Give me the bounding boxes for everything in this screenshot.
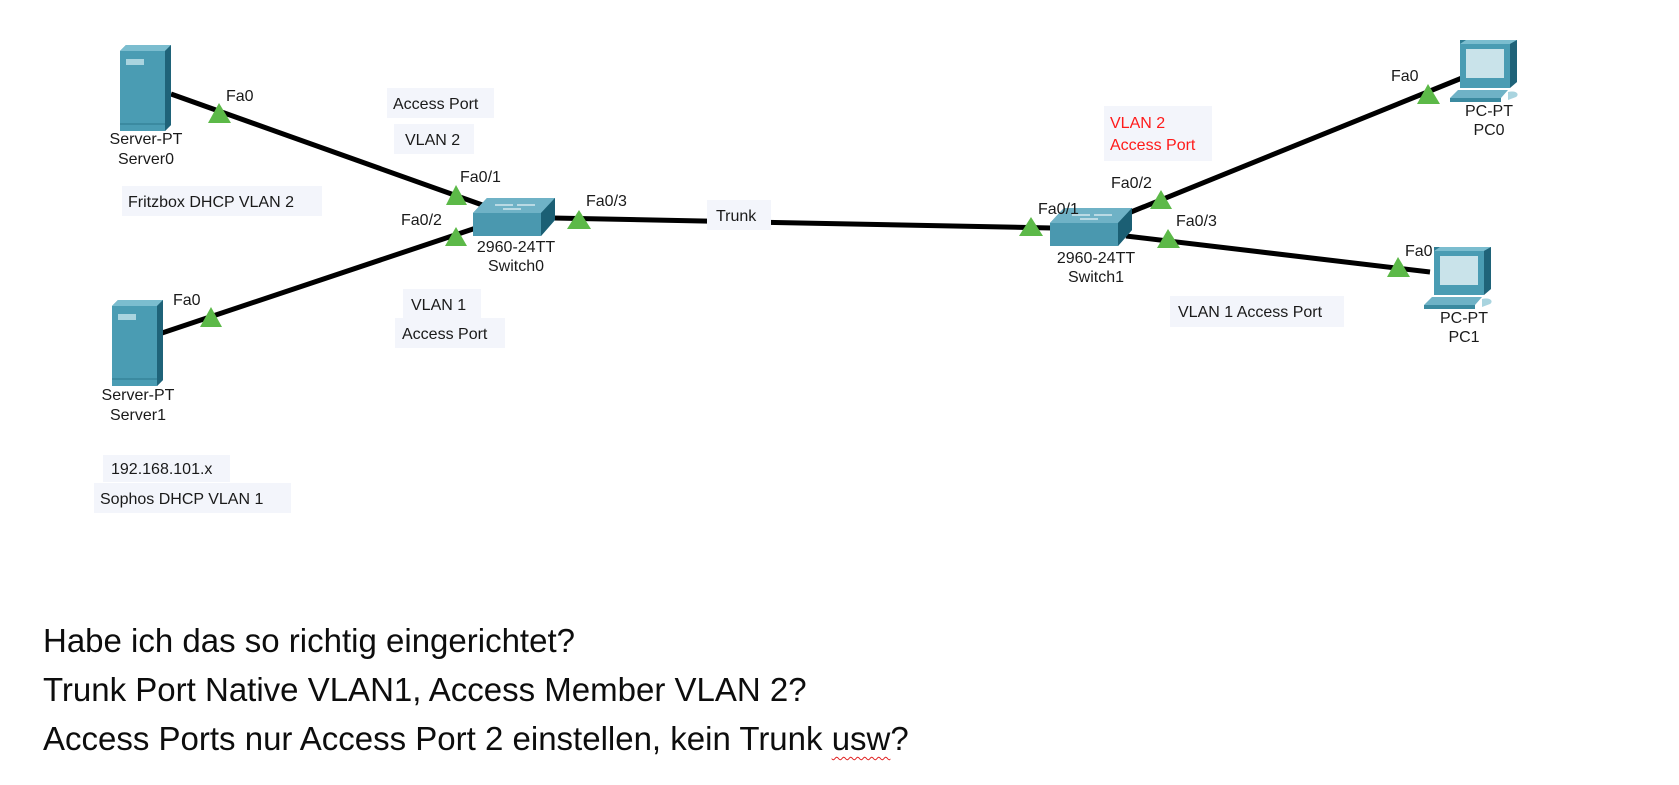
- port-up-icon: [1019, 217, 1043, 236]
- port-label: Fa0: [1391, 68, 1419, 85]
- note-text: 192.168.101.x: [111, 461, 212, 478]
- note-text: VLAN 2: [405, 132, 460, 149]
- note-vlan2-top[interactable]: VLAN 2: [394, 124, 474, 154]
- question-line-1: Habe ich das so richtig eingerichtet?: [43, 622, 575, 659]
- device-server1[interactable]: Server-PT Server1: [102, 300, 175, 424]
- port-label: Fa0: [1405, 243, 1433, 260]
- device-model: Server-PT: [102, 387, 175, 404]
- link-switch1-pc0[interactable]: [1130, 75, 1463, 215]
- note-access-port-bottom[interactable]: Access Port: [395, 318, 505, 348]
- question-line-2: Trunk Port Native VLAN1, Access Member V…: [43, 671, 807, 708]
- note-sophos[interactable]: Sophos DHCP VLAN 1: [94, 483, 291, 513]
- note-text: Sophos DHCP VLAN 1: [100, 491, 263, 508]
- note-vlan1-bottom[interactable]: VLAN 1: [403, 289, 481, 318]
- note-text: VLAN 2: [1110, 115, 1165, 132]
- note-text: Trunk: [716, 208, 757, 225]
- port-up-icon: [567, 210, 591, 229]
- network-topology: Server-PT Server0 Server-PT Server1 2960…: [94, 40, 1518, 513]
- note-text: Access Port: [1110, 137, 1196, 154]
- device-name: PC0: [1473, 122, 1504, 139]
- note-text: Access Port: [402, 326, 488, 343]
- device-name: Switch1: [1068, 269, 1124, 286]
- port-up-icon: [1387, 257, 1410, 277]
- port-up-icon: [1150, 190, 1172, 209]
- port-label: Fa0/2: [1111, 175, 1152, 192]
- spellcheck-flagged-word[interactable]: usw: [831, 720, 891, 757]
- port-label: Fa0/3: [586, 193, 627, 210]
- port-up-icon: [1417, 84, 1440, 104]
- device-switch1[interactable]: 2960-24TT Switch1: [1049, 207, 1135, 286]
- port-up-icon: [1157, 229, 1180, 248]
- note-text: Fritzbox DHCP VLAN 2: [128, 194, 294, 211]
- device-name: Server1: [110, 407, 166, 424]
- port-label: Fa0: [173, 292, 201, 309]
- port-label: Fa0/1: [1038, 201, 1079, 218]
- port-label: Fa0/2: [401, 212, 442, 229]
- question-line-3-text: Access Ports nur Access Port 2 einstelle…: [43, 720, 832, 757]
- note-ip-range[interactable]: 192.168.101.x: [103, 455, 230, 482]
- port-label: Fa0/3: [1176, 213, 1217, 230]
- note-access-port-top[interactable]: Access Port: [387, 88, 494, 118]
- device-model: PC-PT: [1465, 103, 1513, 120]
- note-fritzbox[interactable]: Fritzbox DHCP VLAN 2: [122, 186, 322, 216]
- question-line-3: Access Ports nur Access Port 2 einstelle…: [43, 720, 909, 758]
- question-line-3-suffix: ?: [890, 720, 909, 757]
- pc-icon: [1450, 40, 1518, 102]
- note-trunk[interactable]: Trunk: [707, 200, 771, 230]
- link-switch1-pc1[interactable]: [1125, 233, 1431, 275]
- device-model: 2960-24TT: [477, 239, 555, 256]
- device-server0[interactable]: Server-PT Server0: [110, 45, 183, 168]
- port-up-icon: [446, 185, 467, 205]
- port-labels: Fa0 Fa0/1 Fa0/2 Fa0/3 Fa0 Fa0/1 Fa0/2 Fa…: [173, 68, 1433, 309]
- server-icon: [120, 45, 171, 131]
- note-text: VLAN 1: [411, 297, 466, 314]
- note-text: VLAN 1 Access Port: [1178, 304, 1323, 321]
- device-switch0[interactable]: 2960-24TT Switch0: [472, 197, 556, 275]
- note-vlan2-access-red[interactable]: VLAN 2 Access Port: [1104, 106, 1212, 161]
- device-pc0[interactable]: PC-PT PC0: [1450, 40, 1518, 139]
- pc-icon: [1424, 247, 1492, 309]
- device-name: PC1: [1448, 329, 1479, 346]
- port-up-icon: [200, 307, 222, 327]
- device-name: Server0: [118, 151, 174, 168]
- port-label: Fa0/1: [460, 169, 501, 186]
- links: [161, 75, 1463, 336]
- server-icon: [112, 300, 163, 386]
- note-text: Access Port: [393, 96, 479, 113]
- port-up-icon: [208, 103, 231, 123]
- port-label: Fa0: [226, 88, 254, 105]
- port-up-icon: [445, 227, 467, 246]
- device-pc1[interactable]: PC-PT PC1: [1424, 247, 1492, 346]
- device-model: Server-PT: [110, 131, 183, 148]
- port-indicators: [200, 84, 1440, 327]
- device-name: Switch0: [488, 258, 544, 275]
- device-model: 2960-24TT: [1057, 250, 1135, 267]
- device-model: PC-PT: [1440, 310, 1488, 327]
- switch-icon: [472, 197, 556, 237]
- link-trunk-switch0-switch1[interactable]: [552, 215, 1053, 231]
- note-vlan1-access-port-right[interactable]: VLAN 1 Access Port: [1170, 296, 1344, 327]
